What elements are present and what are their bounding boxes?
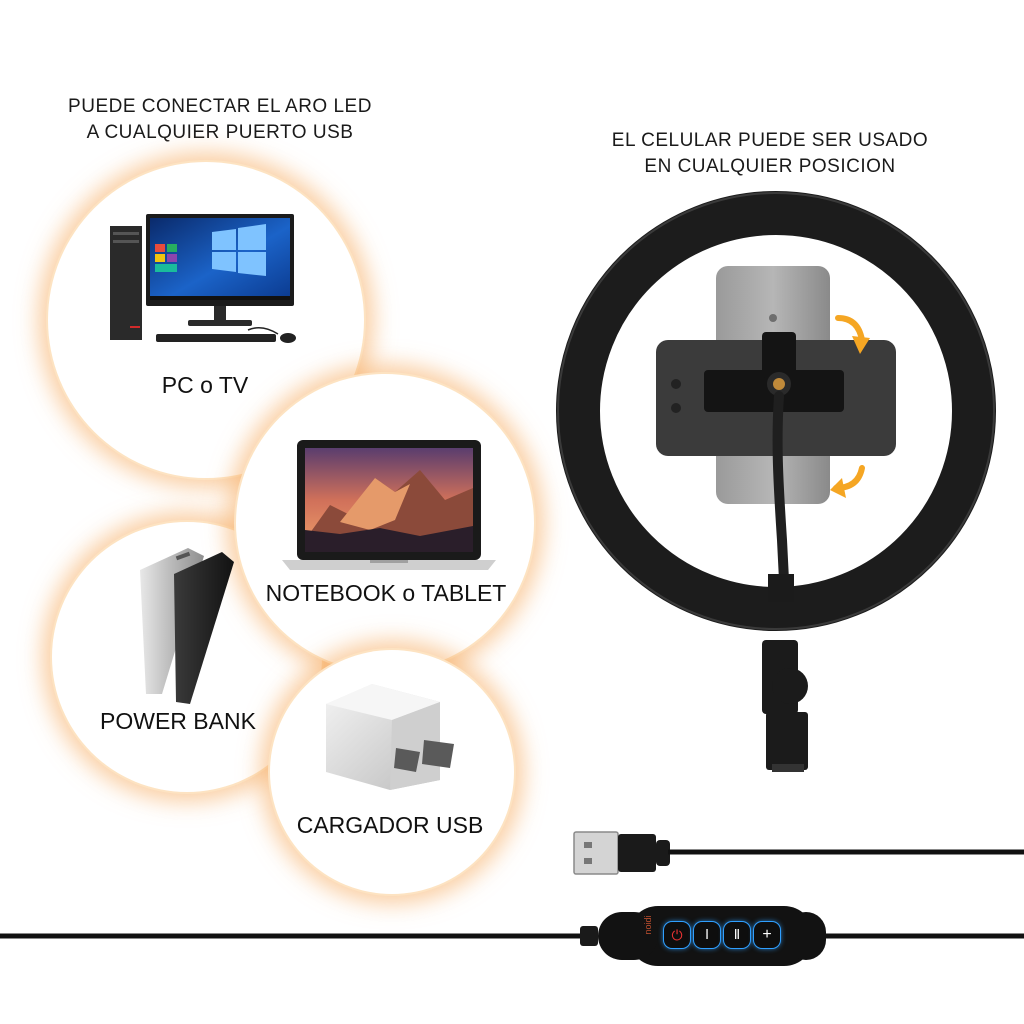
- mode-button-1[interactable]: Ⅰ: [694, 922, 720, 948]
- inline-controller: [598, 906, 826, 966]
- ring-light: [556, 191, 996, 631]
- usb-charger-icon: [326, 684, 454, 790]
- label-power-bank: POWER BANK: [100, 708, 256, 734]
- rotation-arrow-icon: [830, 315, 870, 498]
- brightness-up-button[interactable]: +: [754, 922, 780, 948]
- right-caption-line1: EL CELULAR PUEDE SER USADO: [611, 130, 929, 151]
- mode-one-icon: Ⅰ: [705, 927, 709, 942]
- laptop-icon: [282, 440, 496, 570]
- phone-clamp: [704, 332, 844, 585]
- label-charger: CARGADOR USB: [296, 812, 484, 838]
- desktop-pc-icon: [110, 214, 296, 343]
- power-button[interactable]: ⏻: [664, 922, 690, 948]
- usb-cable: [0, 849, 1024, 946]
- left-caption-line2: A CUALQUIER PUERTO USB: [86, 122, 354, 143]
- label-pc: PC o TV: [161, 372, 249, 398]
- right-caption-line2: EN CUALQUIER POSICION: [644, 156, 896, 177]
- left-caption: PUEDE CONECTAR EL ARO LED A CUALQUIER PU…: [40, 94, 400, 146]
- mode-two-icon: Ⅱ: [733, 927, 741, 942]
- stand-mount: [762, 574, 808, 772]
- power-bank-icon: [140, 548, 234, 704]
- power-icon: ⏻: [671, 927, 683, 943]
- plus-icon: +: [762, 926, 772, 943]
- mode-button-2[interactable]: Ⅱ: [724, 922, 750, 948]
- right-caption: EL CELULAR PUEDE SER USADO EN CUALQUIER …: [580, 128, 960, 180]
- usb-plug-icon: [573, 831, 670, 875]
- left-caption-line1: PUEDE CONECTAR EL ARO LED: [68, 96, 372, 117]
- controller-brand: ᴉpᴉou: [644, 915, 654, 935]
- label-notebook: NOTEBOOK o TABLET: [265, 580, 507, 606]
